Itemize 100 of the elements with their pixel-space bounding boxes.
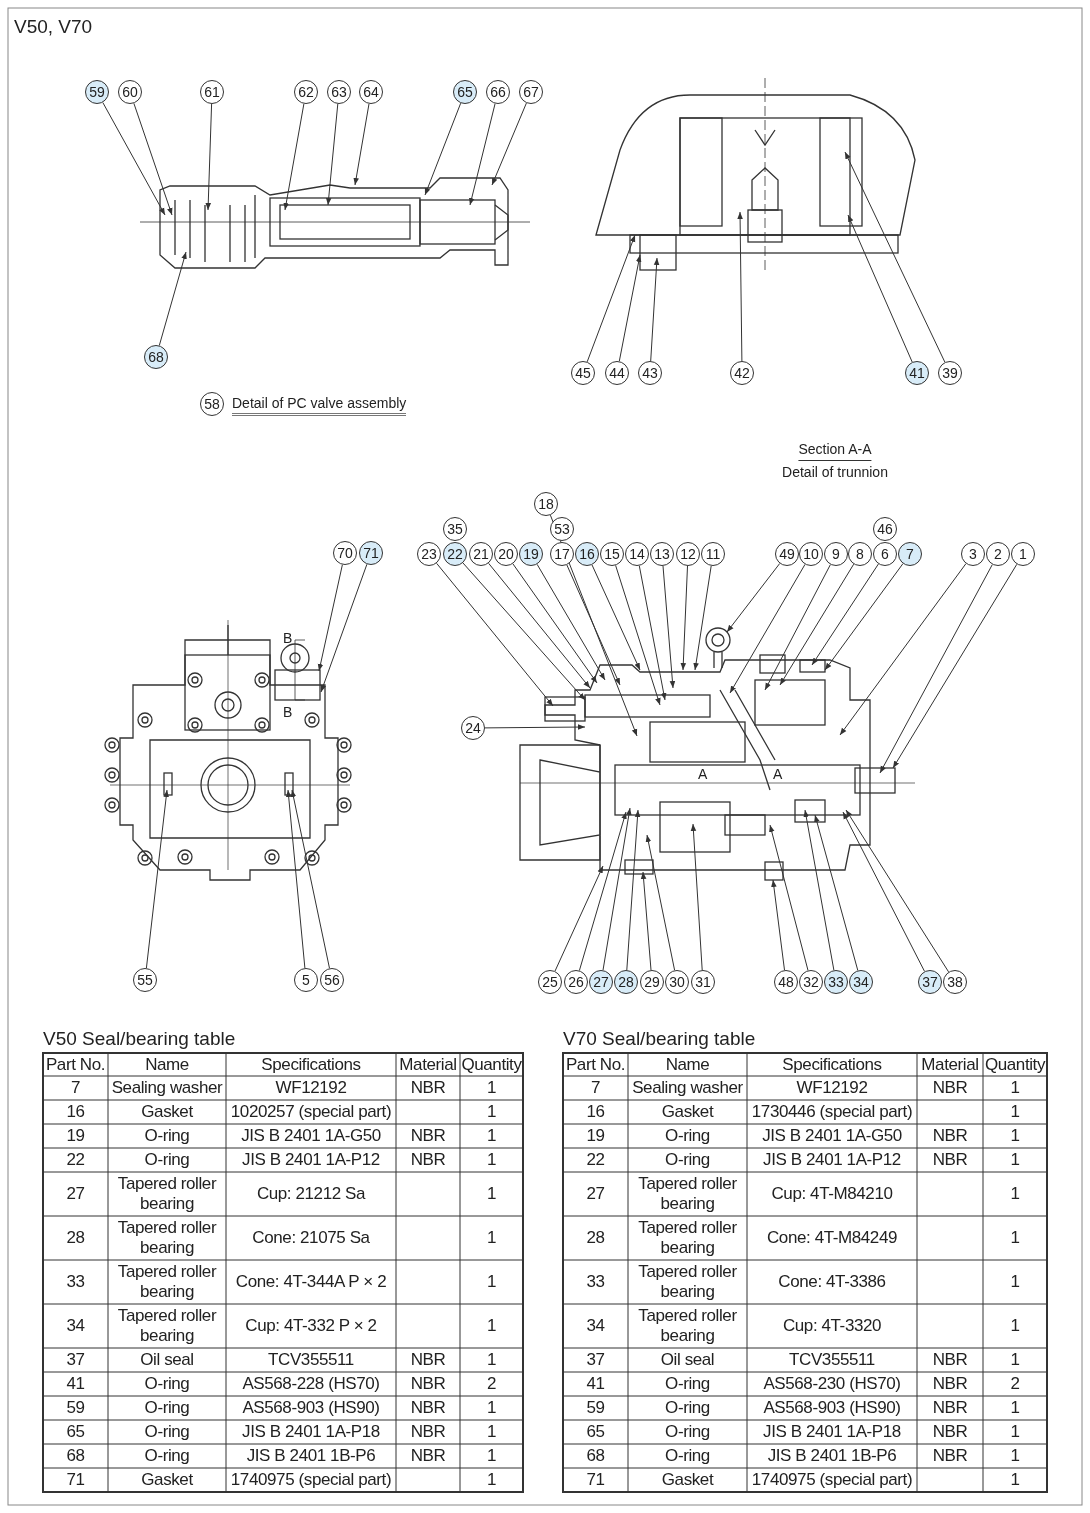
leader-line xyxy=(491,102,527,186)
leader-line xyxy=(769,824,809,971)
specification: JIS B 2401 1A-P12 xyxy=(763,1150,901,1170)
leader-line xyxy=(290,789,330,969)
material: NBR xyxy=(932,1126,968,1146)
specification: JIS B 2401 1B-P6 xyxy=(767,1446,897,1466)
quantity: 1 xyxy=(486,1446,497,1466)
part-number: 71 xyxy=(586,1470,605,1490)
part-name: Gasket xyxy=(141,1470,193,1490)
part-number: 22 xyxy=(586,1150,605,1170)
column-header: Specifications xyxy=(261,1054,361,1075)
quantity: 1 xyxy=(486,1398,497,1418)
callout-number: 18 xyxy=(534,492,558,516)
leader-line xyxy=(133,102,173,216)
callout-number: 22 xyxy=(443,542,467,566)
specification: TCV355511 xyxy=(268,1350,354,1370)
callout-number: 24 xyxy=(461,716,485,740)
part-number: 22 xyxy=(66,1150,85,1170)
quantity: 1 xyxy=(1010,1446,1020,1466)
leader-line xyxy=(662,565,676,689)
leader-line xyxy=(645,834,676,971)
callout-number: 65 xyxy=(453,80,477,104)
callout-number: 30 xyxy=(665,970,689,994)
part-name: Tapered roller bearing xyxy=(116,1218,218,1258)
part-number: 59 xyxy=(586,1398,605,1418)
quantity: 2 xyxy=(1010,1374,1020,1394)
part-name: Gasket xyxy=(661,1470,714,1490)
quantity: 1 xyxy=(486,1126,497,1146)
specification: JIS B 2401 1A-P18 xyxy=(763,1422,901,1442)
part-number: 65 xyxy=(586,1422,605,1442)
part-number: 19 xyxy=(586,1126,605,1146)
callout-number: 20 xyxy=(494,542,518,566)
callout-number: 7 xyxy=(898,542,922,566)
material: NBR xyxy=(410,1374,446,1394)
callout-number: 17 xyxy=(550,542,574,566)
part-number: 37 xyxy=(586,1350,605,1370)
callout-number: 35 xyxy=(443,517,467,541)
quantity: 1 xyxy=(1010,1470,1020,1490)
leader-line xyxy=(436,562,554,707)
leader-line xyxy=(554,865,604,972)
specification: 1740975 (special part) xyxy=(230,1470,392,1490)
callout-number: 58 xyxy=(200,392,224,416)
callout-number: 68 xyxy=(144,345,168,369)
specification: Cone: 4T-M84249 xyxy=(766,1228,898,1248)
leader-line xyxy=(549,514,638,737)
quantity: 1 xyxy=(486,1150,497,1170)
part-name: O-ring xyxy=(665,1126,710,1146)
material: NBR xyxy=(932,1422,968,1442)
part-name: Sealing washer xyxy=(632,1078,743,1098)
leader-line xyxy=(484,724,586,730)
part-name: O-ring xyxy=(144,1126,190,1146)
quantity: 1 xyxy=(1010,1350,1020,1370)
part-name: Oil seal xyxy=(140,1350,194,1370)
callout-number: 56 xyxy=(320,968,344,992)
material: NBR xyxy=(932,1374,968,1394)
specification: JIS B 2401 1A-G50 xyxy=(241,1126,381,1146)
callout-number: 6 xyxy=(873,542,897,566)
part-number: 41 xyxy=(586,1374,605,1394)
specification: WF12192 xyxy=(796,1078,868,1098)
leader-line xyxy=(845,809,950,973)
section-mark: B xyxy=(283,630,293,646)
quantity: 1 xyxy=(1010,1078,1020,1098)
callout-number: 31 xyxy=(691,970,715,994)
callout-number: 8 xyxy=(848,542,872,566)
callout-number: 21 xyxy=(469,542,493,566)
specification: Cone: 4T-3386 xyxy=(778,1272,886,1292)
specification: Cup: 21212 Sa xyxy=(256,1184,366,1204)
part-name: Tapered roller bearing xyxy=(116,1174,218,1214)
column-header: Quantity xyxy=(461,1054,522,1075)
part-name: Tapered roller bearing xyxy=(637,1262,738,1302)
callout-number: 39 xyxy=(938,361,962,385)
column-header: Material xyxy=(399,1054,457,1075)
leader-line xyxy=(578,811,627,971)
leader-line xyxy=(205,103,213,211)
callout-number: 12 xyxy=(676,542,700,566)
part-name: O-ring xyxy=(665,1446,710,1466)
part-number: 16 xyxy=(586,1102,605,1122)
part-name: O-ring xyxy=(144,1150,190,1170)
leader-line xyxy=(726,563,781,633)
callout-number: 10 xyxy=(799,542,823,566)
leader-line xyxy=(771,879,785,971)
part-name: Tapered roller bearing xyxy=(637,1306,738,1346)
material: NBR xyxy=(932,1150,968,1170)
column-header: Part No. xyxy=(45,1054,106,1075)
quantity: 1 xyxy=(1010,1272,1020,1292)
leader-line xyxy=(824,563,904,671)
leader-line xyxy=(145,789,169,969)
leader-line xyxy=(424,102,462,196)
specification: Cone: 21075 Sa xyxy=(252,1228,370,1248)
callout-number: 46 xyxy=(873,517,897,541)
callout-text: Detail of PC valve assembly xyxy=(232,395,407,416)
view-caption: Detail of trunnion xyxy=(782,464,888,480)
part-number: 7 xyxy=(590,1078,601,1098)
leader-line xyxy=(468,103,496,206)
callout-number: 55 xyxy=(133,968,157,992)
section-mark: A xyxy=(698,766,708,782)
callout-number: 41 xyxy=(905,361,929,385)
callout-number: 2 xyxy=(986,542,1010,566)
callout-number: 28 xyxy=(614,970,638,994)
quantity: 2 xyxy=(486,1374,497,1394)
